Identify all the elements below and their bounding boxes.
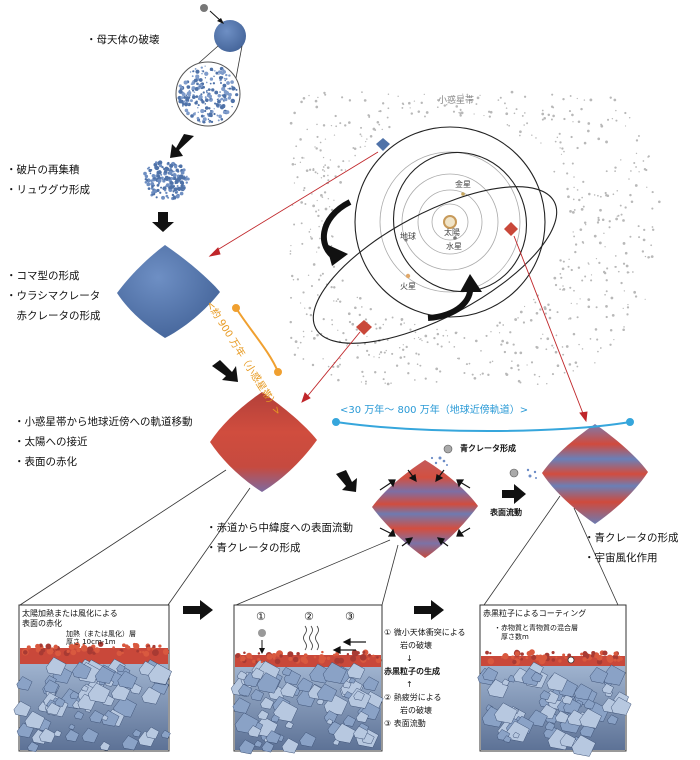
step-2-labels: ・破片の再集積 ・リュウグウ形成: [6, 160, 90, 200]
transfer-arrows: [320, 199, 482, 321]
blue-crater-label: 青クレータ形成: [460, 444, 516, 453]
panel-3-note: ・赤物質と青物質の混合層 厚さ数m: [494, 624, 578, 641]
step-label: ・宇宙風化作用: [584, 552, 658, 564]
belt-label: 小惑星帯: [438, 96, 475, 106]
step-label: ・太陽への接近: [14, 436, 88, 448]
step-label: ・赤道から中緯度への表面流動: [206, 522, 353, 534]
surface-flow-arrows: [379, 469, 471, 547]
step-4-labels: ・小惑星帯から地球近傍への軌道移動 ・太陽への接近 ・表面の赤化: [14, 412, 193, 472]
panel-connectors: [19, 469, 619, 606]
step-label: ・母天体の破壊: [86, 34, 160, 46]
panel-1: [13, 604, 173, 752]
panel-1-title: 太陽加熱または風化による 表面の赤化: [22, 609, 118, 628]
step-3-labels: ・コマ型の形成 ・ウラシマクレータ 赤クレータの形成: [6, 266, 101, 326]
marker-2: ②: [304, 610, 314, 623]
nea-time-label: <30 万年～ 800 万年（地球近傍軌道）>: [340, 405, 529, 416]
sun-label: 太陽: [444, 228, 460, 237]
step-label: ・破片の再集積: [6, 164, 80, 176]
fragment-cloud: [175, 61, 241, 127]
marker-3: ③: [345, 610, 355, 623]
orbit-asteroids: [356, 138, 518, 335]
impactors: [430, 444, 537, 479]
earth-label: 地球: [400, 232, 416, 241]
rubble-pile: [143, 160, 190, 201]
panel-3: [477, 604, 632, 757]
asteroid-reddened: [210, 392, 317, 492]
asteroid-belt-dots: [289, 90, 661, 386]
step-label: ・青クレータの形成: [584, 532, 679, 544]
connector-lines: [208, 151, 588, 423]
step-label: ・表面の赤化: [14, 456, 77, 468]
mars-label: 火星: [400, 282, 416, 291]
marker-1: ①: [256, 610, 266, 623]
step-6-labels: ・青クレータの形成 ・宇宙風化作用: [584, 528, 679, 568]
asteroid-current: [542, 424, 648, 524]
flow-arrows: [152, 134, 526, 620]
step-label: ・リュウグウ形成: [6, 184, 90, 196]
panel-2: [230, 604, 384, 755]
belt-time-arrow: [232, 304, 282, 376]
panel-1-layer-note: 加熱（または風化）層 厚さ 10cm-1m: [66, 630, 136, 646]
nea-time-arrow: [332, 418, 634, 432]
panel-2-legend: ① 微小天体衝突による 岩の破壊 ↓ 赤黒粒子の生成 ↑ ② 熱疲労による 岩の…: [384, 628, 466, 728]
step-label: ・青クレータの形成: [206, 542, 301, 554]
step-5-labels: ・赤道から中緯度への表面流動 ・青クレータの形成: [206, 518, 353, 558]
step-label: ・小惑星帯から地球近傍への軌道移動: [14, 416, 193, 428]
step-label: 赤クレータの形成: [6, 310, 101, 322]
asteroid-flowing: [372, 460, 478, 558]
step-1-labels: ・母天体の破壊: [86, 30, 160, 50]
asteroid-blue: [117, 245, 220, 338]
mercury-label: 水星: [446, 242, 462, 251]
surface-flow-label: 表面流動: [490, 508, 522, 517]
venus-label: 金星: [455, 180, 471, 189]
parent-body: [181, 4, 246, 79]
panel-3-title: 赤黒粒子によるコーティング: [483, 609, 587, 618]
step-label: ・コマ型の形成: [6, 270, 80, 282]
step-label: ・ウラシマクレータ: [6, 290, 101, 302]
